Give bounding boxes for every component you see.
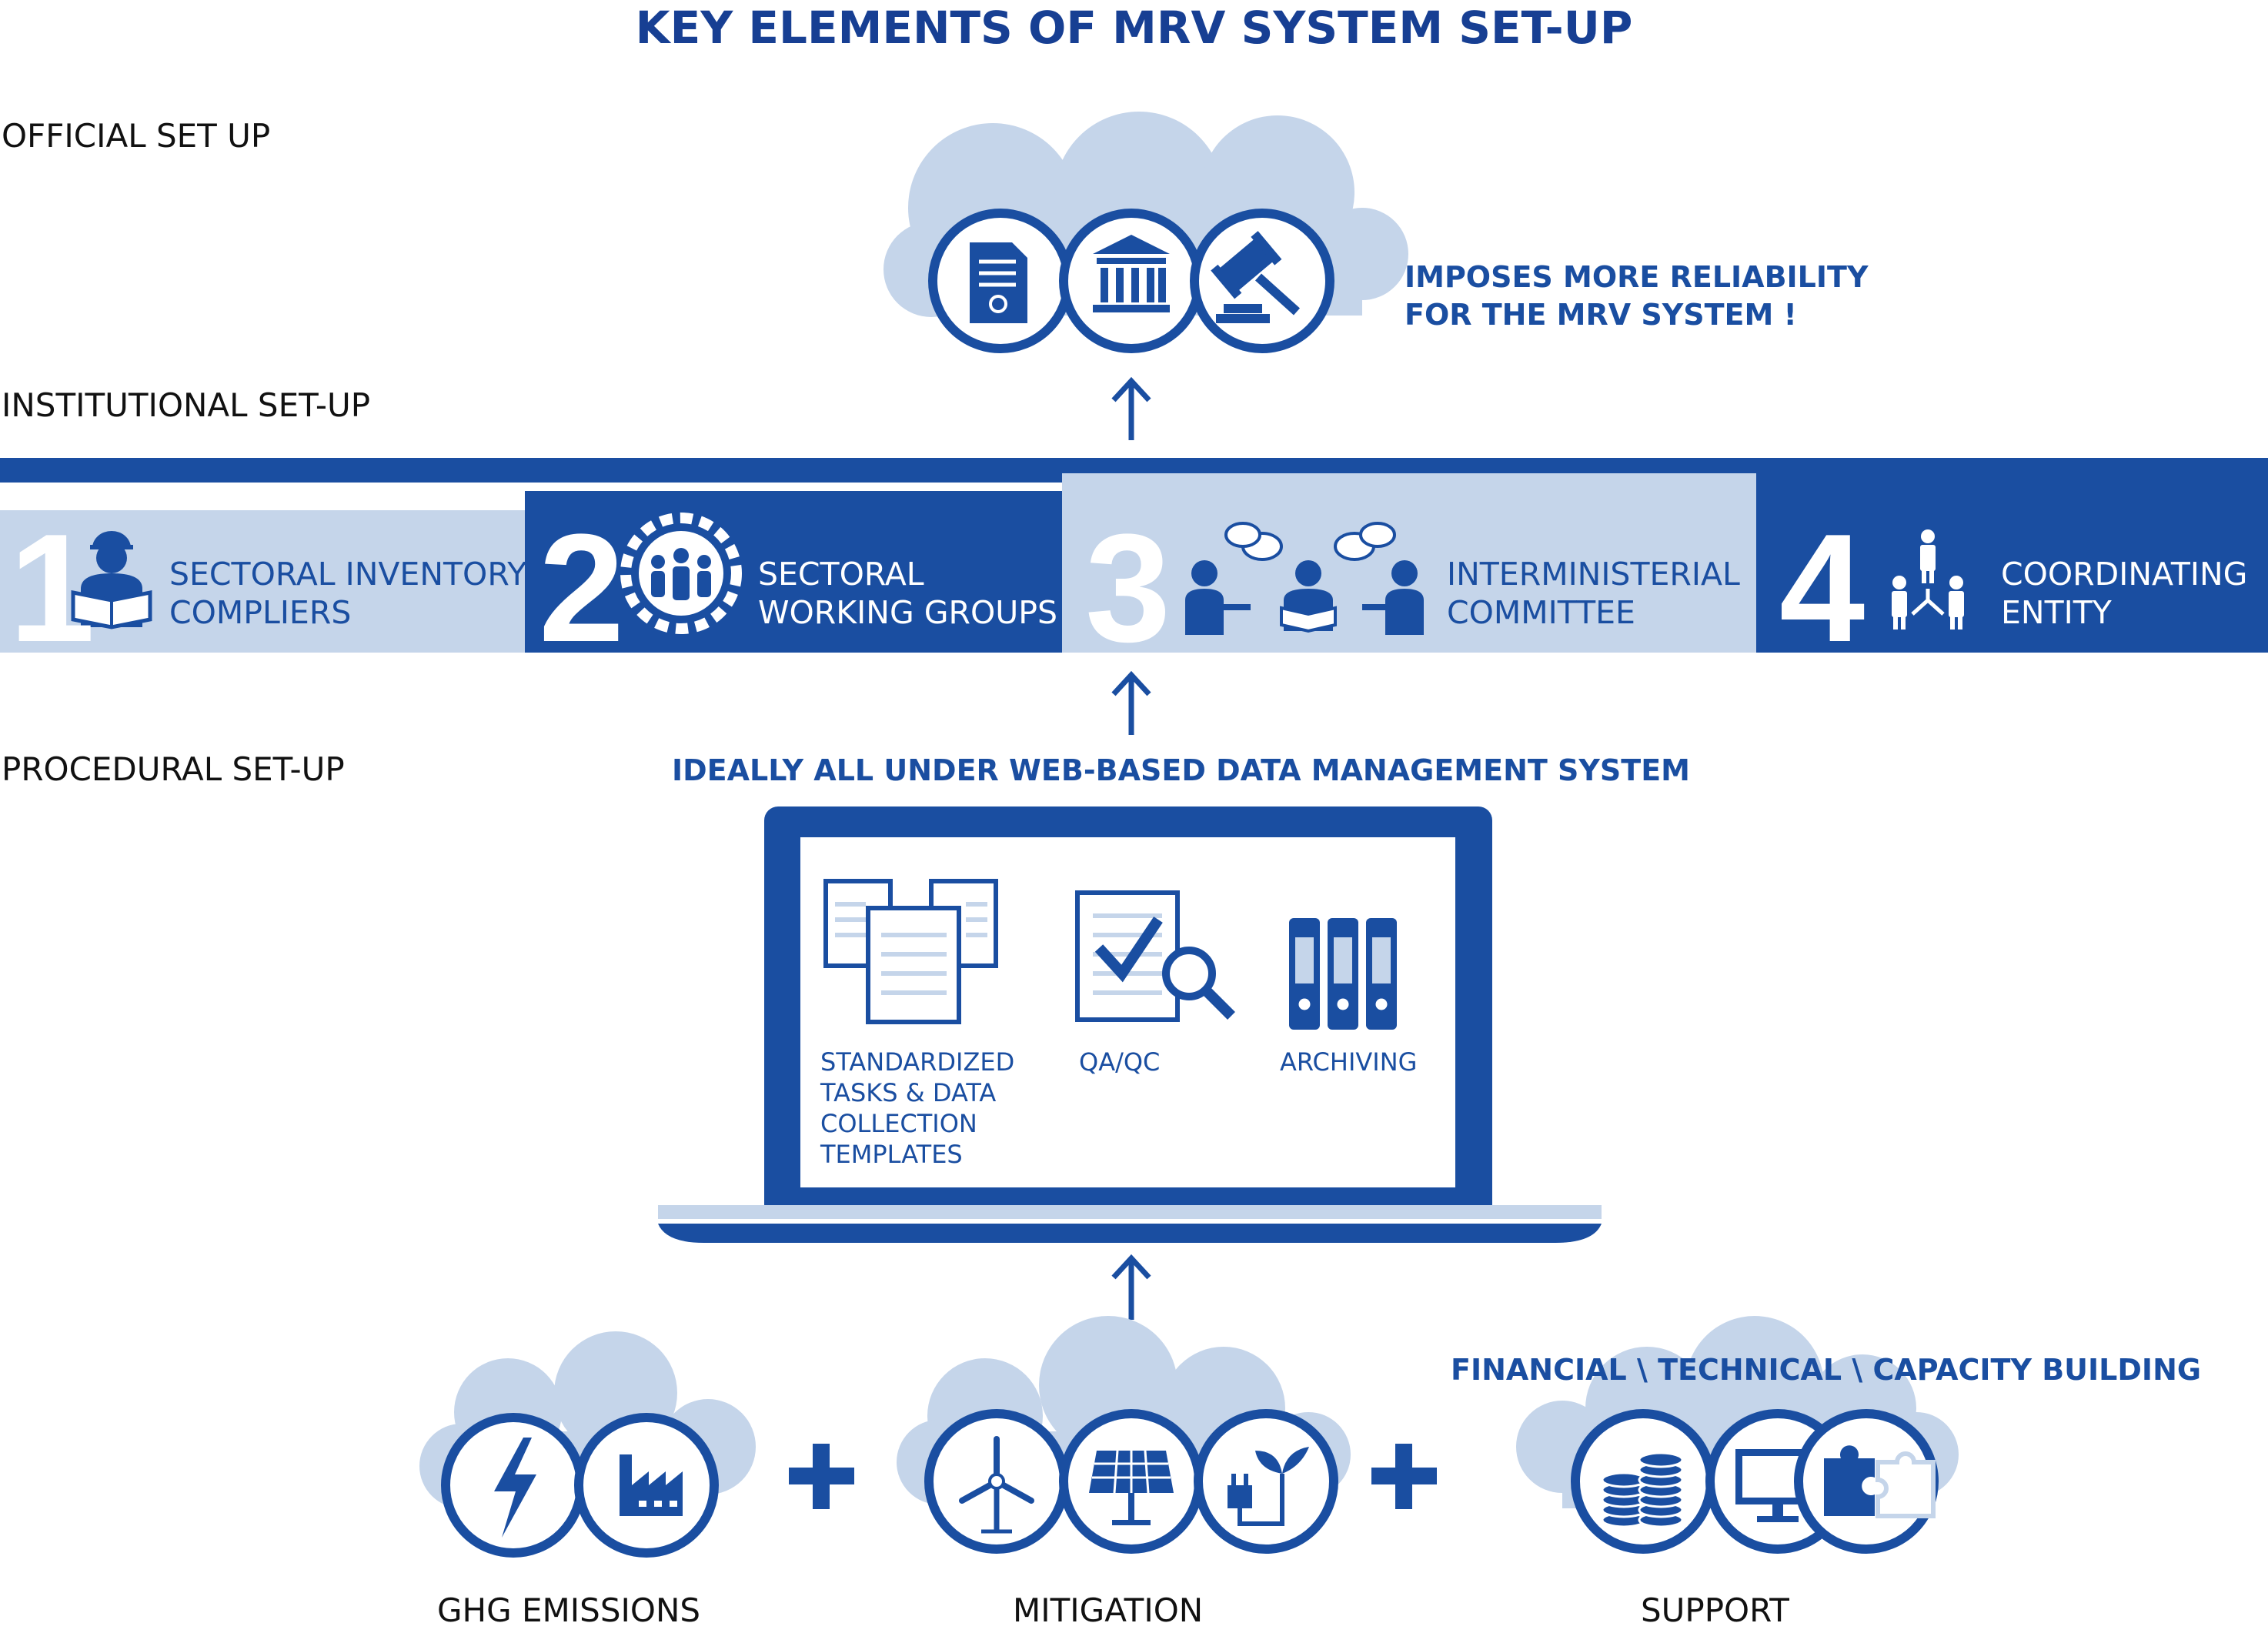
- bar-item-1-line1: SECTORAL INVENTORY: [169, 556, 527, 593]
- bar-item-2-line2: WORKING GROUPS: [758, 594, 1058, 631]
- check-magnifier-icon: [1075, 890, 1235, 1022]
- legal-document-icon: [928, 209, 1073, 353]
- laptop-label-standardized: STANDARDIZED TASKS & DATA COLLECTION TEM…: [820, 1047, 1015, 1169]
- bar-item-4-line2: ENTITY: [2001, 594, 2112, 631]
- worker-reading-icon: [71, 531, 152, 629]
- plus-sign-2: [1371, 1444, 1437, 1509]
- arrow-up-procedural: [1111, 1254, 1151, 1320]
- bar-segment-2-bg: [525, 491, 1064, 653]
- bar-item-3-line1: INTERMINISTERIAL: [1447, 556, 1740, 593]
- gavel-icon: [1190, 209, 1334, 353]
- institutional-bar-step: [0, 473, 1062, 483]
- arrow-up-official: [1111, 376, 1151, 440]
- category-label-ghg: GHG EMISSIONS: [437, 1591, 701, 1629]
- binders-icon: [1289, 918, 1397, 1030]
- lightning-icon: [441, 1413, 586, 1558]
- section-label-procedural: PROCEDURAL SET-UP: [2, 750, 345, 788]
- support-heading: FINANCIAL \ TECHNICAL \ CAPACITY BUILDIN…: [1451, 1353, 2202, 1387]
- official-note-line1: IMPOSES MORE RELIABILITY: [1405, 260, 1869, 294]
- bar-number-3: 3: [1085, 503, 1171, 674]
- bar-item-4-line1: COORDINATING: [2001, 556, 2248, 593]
- procedural-heading: IDEALLY ALL UNDER WEB-BASED DATA MANAGEM…: [672, 753, 1690, 787]
- section-label-official: OFFICIAL SET UP: [2, 117, 271, 155]
- gear-group-icon: [620, 513, 742, 634]
- laptop-frame: [658, 806, 1602, 1243]
- category-label-mitigation: MITIGATION: [1013, 1591, 1204, 1629]
- bar-segment-4-bg: [1756, 473, 2268, 653]
- puzzle-icon: [1794, 1409, 1939, 1554]
- hierarchy-icon: [1892, 529, 1964, 629]
- government-building-icon: [1059, 209, 1204, 353]
- coins-icon: [1571, 1409, 1715, 1554]
- bar-number-1: 1: [9, 503, 95, 674]
- bar-item-1-line2: COMPLIERS: [169, 594, 352, 631]
- category-label-support: SUPPORT: [1641, 1591, 1789, 1629]
- page-title: KEY ELEMENTS OF MRV SYSTEM SET-UP: [635, 2, 1633, 54]
- discussion-icon: [1185, 522, 1424, 635]
- plus-sign-1: [789, 1444, 854, 1509]
- documents-icon: [823, 879, 998, 1024]
- wind-turbine-icon: [924, 1409, 1069, 1554]
- arrow-up-institutional: [1111, 670, 1151, 735]
- institutional-bar-top: [0, 458, 2268, 473]
- bar-number-4: 4: [1779, 503, 1866, 674]
- official-note-line2: FOR THE MRV SYSTEM !: [1405, 298, 1797, 332]
- bar-number-2: 2: [539, 503, 625, 674]
- laptop-label-archiving: ARCHIVING: [1280, 1047, 1418, 1077]
- factory-icon: [574, 1413, 719, 1558]
- laptop-label-qaqc: QA/QC: [1079, 1047, 1161, 1077]
- bar-item-3-line2: COMMITTEE: [1447, 594, 1635, 631]
- section-label-institutional: INSTITUTIONAL SET-UP: [2, 386, 371, 424]
- solar-panel-icon: [1059, 1409, 1204, 1554]
- plug-plant-icon: [1194, 1409, 1338, 1554]
- bar-item-2-line1: SECTORAL: [758, 556, 924, 593]
